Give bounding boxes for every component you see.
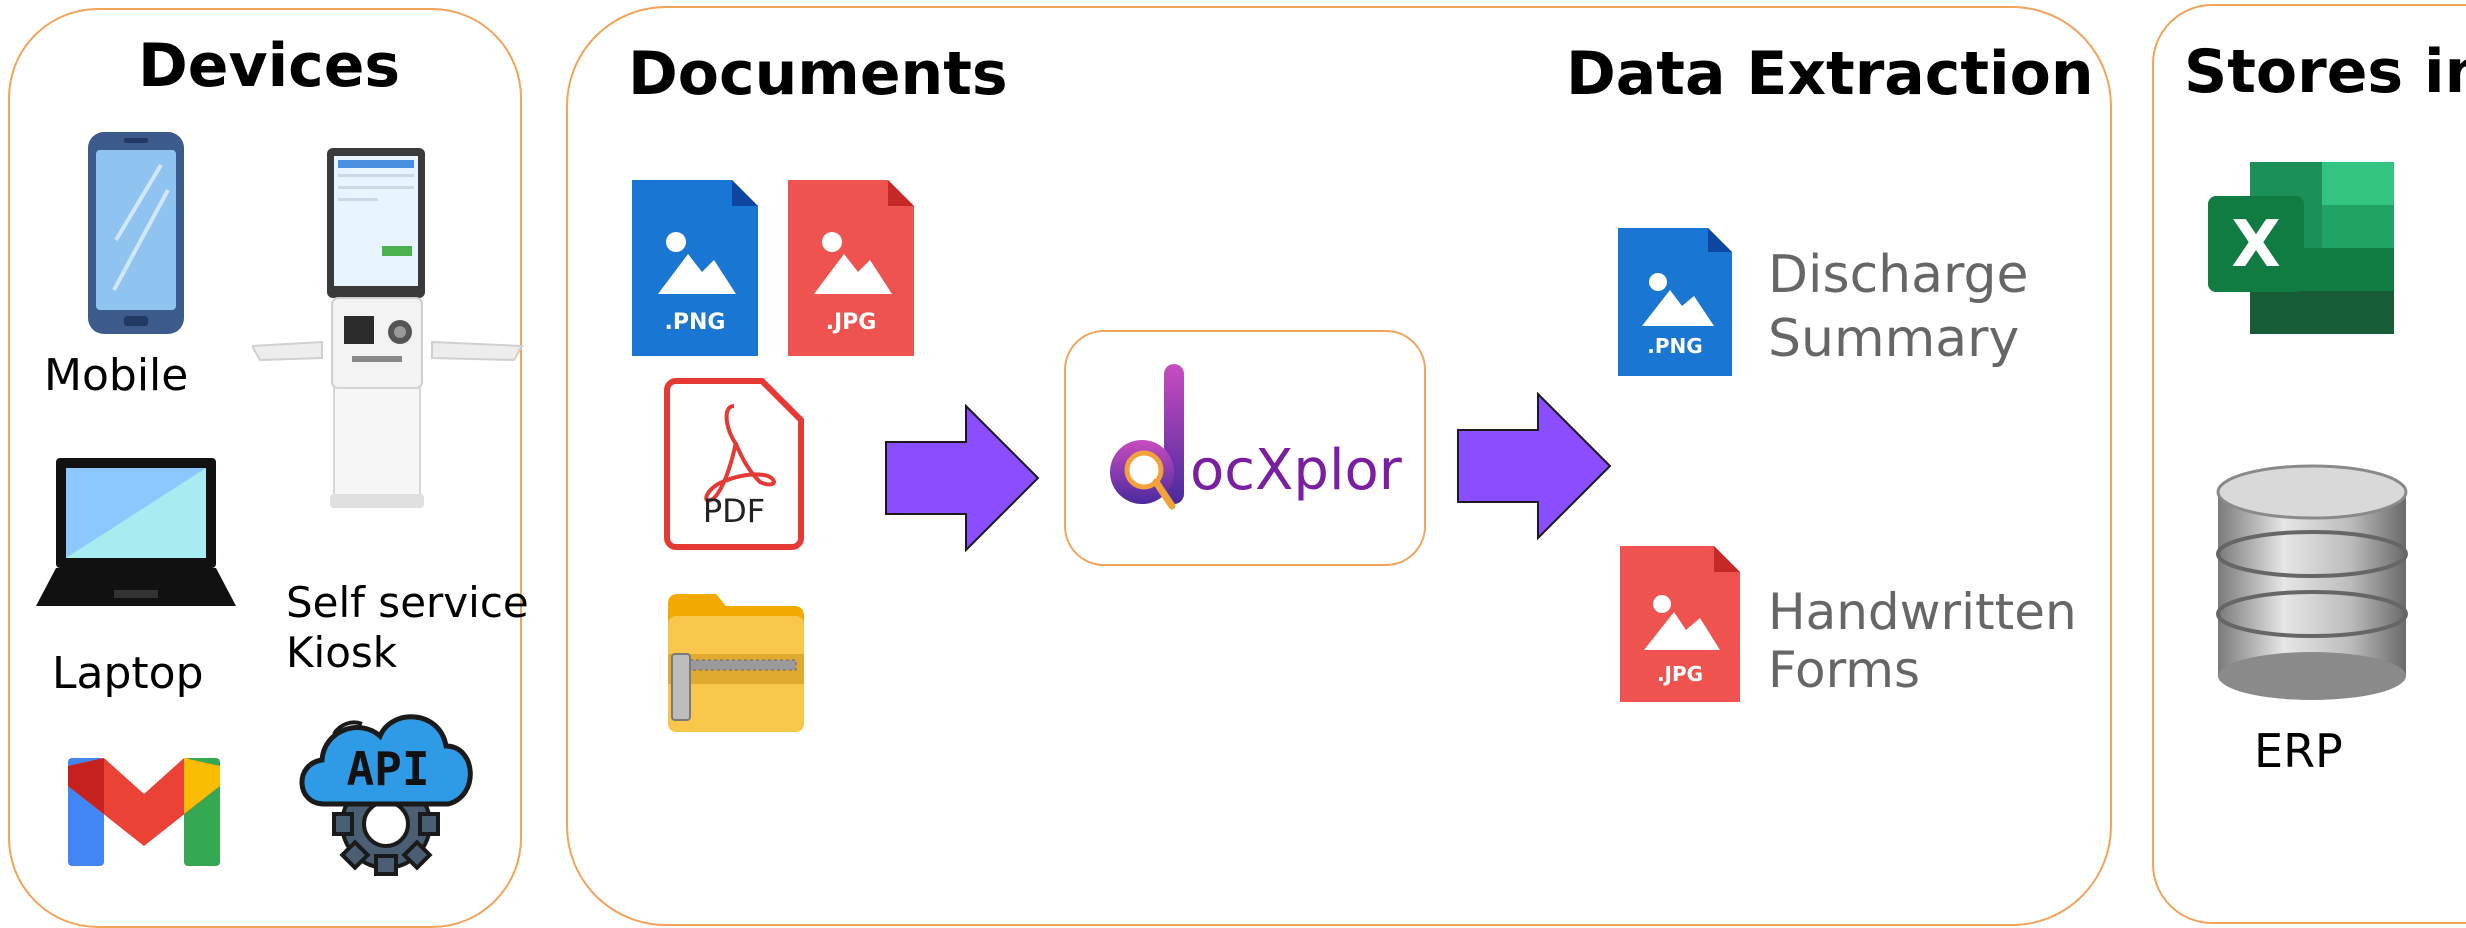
arrow-to-outputs: [1456, 392, 1612, 540]
kiosk-icon: [252, 146, 524, 516]
excel-letter: X: [2231, 208, 2281, 282]
docxplor-d-icon: [1104, 360, 1200, 520]
jpg-file-icon: [788, 180, 914, 356]
pdf-file-tag: PDF: [702, 492, 766, 530]
handwritten-forms-tag: .JPG: [1656, 662, 1704, 686]
discharge-summary-line1: Discharge: [1768, 245, 2029, 305]
docxplor-logo-text: ocXplor: [1190, 438, 1402, 503]
devices-title: Devices: [138, 31, 401, 101]
handwritten-forms-line1: Handwritten: [1768, 583, 2077, 641]
api-cloud-gear-icon: [290, 696, 482, 876]
excel-icon: [2206, 160, 2396, 336]
database-icon: [2212, 462, 2412, 702]
api-label: API: [346, 742, 430, 796]
docxplor-logo-box: [1064, 330, 1426, 566]
handwritten-forms-jpg-icon: [1620, 546, 1740, 702]
discharge-summary-png-icon: [1618, 228, 1732, 376]
mobile-phone-icon: [86, 130, 186, 336]
discharge-summary-tag: .PNG: [1647, 334, 1703, 358]
jpg-file-tag: .JPG: [825, 310, 877, 335]
zip-folder-icon: [664, 590, 808, 736]
handwritten-forms-line2: Forms: [1768, 641, 1921, 699]
mobile-label: Mobile: [44, 350, 189, 401]
arrow-to-processor: [884, 404, 1040, 552]
stores-title: Stores in: [2184, 37, 2466, 107]
data-extraction-title: Data Extraction: [1566, 39, 2094, 109]
pdf-file-icon: [664, 378, 804, 550]
gmail-icon: [66, 748, 222, 868]
kiosk-label-line1: Self service: [286, 578, 529, 627]
documents-title: Documents: [628, 39, 1008, 109]
png-file-tag: .PNG: [664, 310, 726, 335]
discharge-summary-line2: Summary: [1768, 309, 2020, 369]
erp-label: ERP: [2254, 724, 2343, 778]
laptop-icon: [34, 456, 238, 616]
stores-panel: [2152, 4, 2466, 924]
kiosk-label-line2: Kiosk: [286, 628, 398, 677]
png-file-icon: [632, 180, 758, 356]
laptop-label: Laptop: [52, 648, 204, 699]
